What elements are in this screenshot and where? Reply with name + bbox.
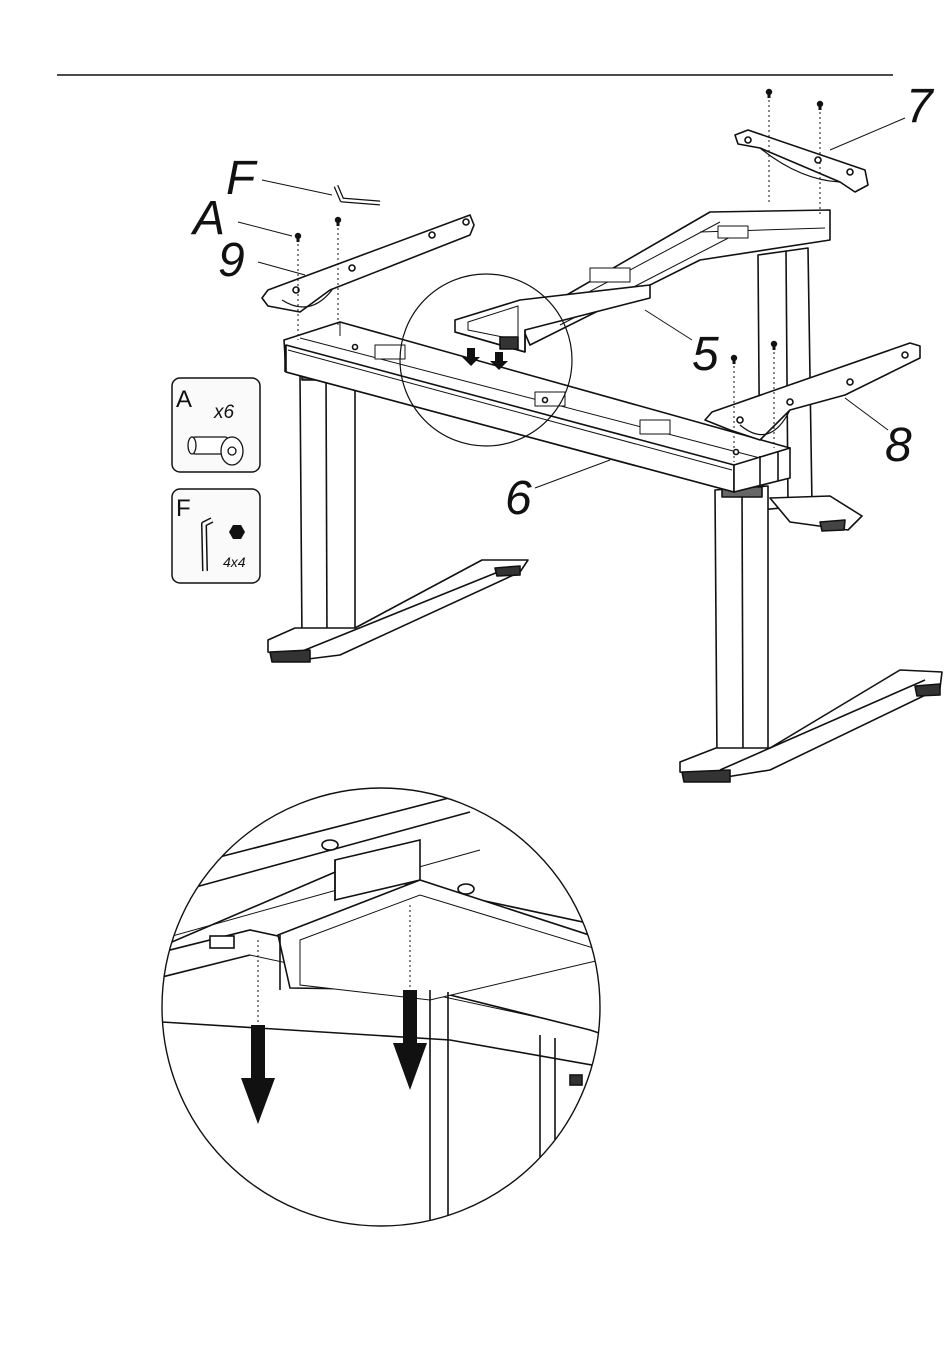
frame-part-9 [262,215,474,312]
parts-legend-screw: A x6 [172,378,260,472]
legend-f-size: 4x4 [223,554,246,570]
frame-part-5 [455,285,650,352]
legend-a-quantity: x6 [213,402,235,423]
callout-8: 8 [885,419,912,472]
callout-7: 7 [906,80,935,133]
legend-a-letter: A [176,386,192,413]
callout-f: F [226,152,258,205]
callout-9: 9 [218,234,245,287]
left-leg [300,372,355,643]
parts-legend-hex-key: F 4x4 [172,489,260,583]
legend-f-letter: F [176,495,191,522]
callout-6: 6 [505,472,532,525]
hex-key-f [336,186,380,203]
detail-view [130,788,620,1300]
callout-5: 5 [692,328,719,381]
main-assembly-view [262,89,942,782]
frame-part-7 [735,130,868,192]
right-front-leg [715,486,768,756]
